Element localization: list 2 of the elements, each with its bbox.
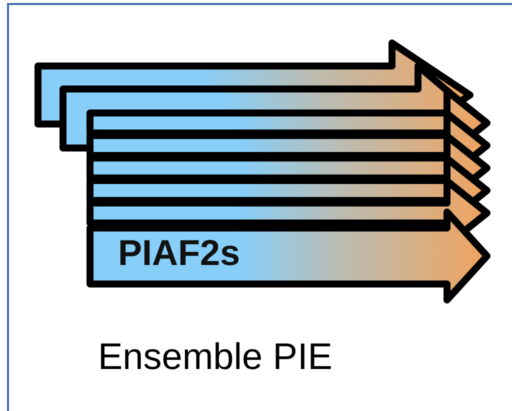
caption-text: Ensemble PIE: [98, 338, 332, 375]
arrow-label: PIAF2s: [118, 235, 240, 271]
